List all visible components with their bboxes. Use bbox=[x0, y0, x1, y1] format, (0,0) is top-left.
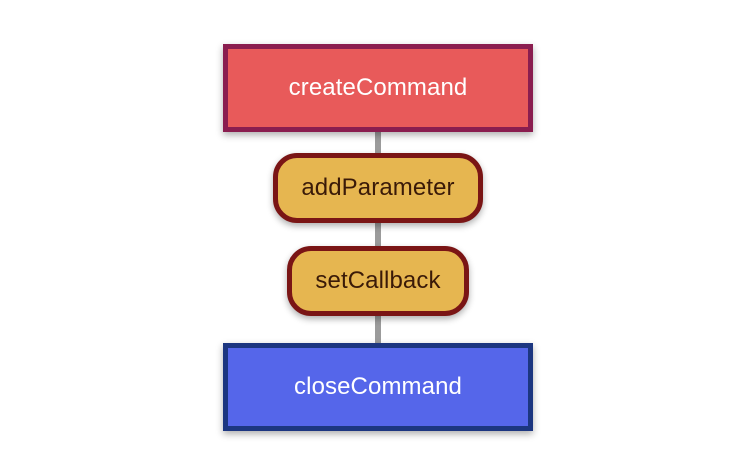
create-command-node: createCommand bbox=[223, 44, 533, 132]
add-parameter-label: addParameter bbox=[301, 174, 455, 201]
close-command-label: closeCommand bbox=[294, 373, 462, 400]
close-command-node: closeCommand bbox=[223, 343, 533, 431]
set-callback-label: setCallback bbox=[315, 267, 441, 294]
add-parameter-node: addParameter bbox=[273, 153, 483, 223]
create-command-label: createCommand bbox=[288, 74, 468, 101]
vertical-connector-line bbox=[375, 130, 381, 346]
set-callback-node: setCallback bbox=[287, 246, 469, 316]
